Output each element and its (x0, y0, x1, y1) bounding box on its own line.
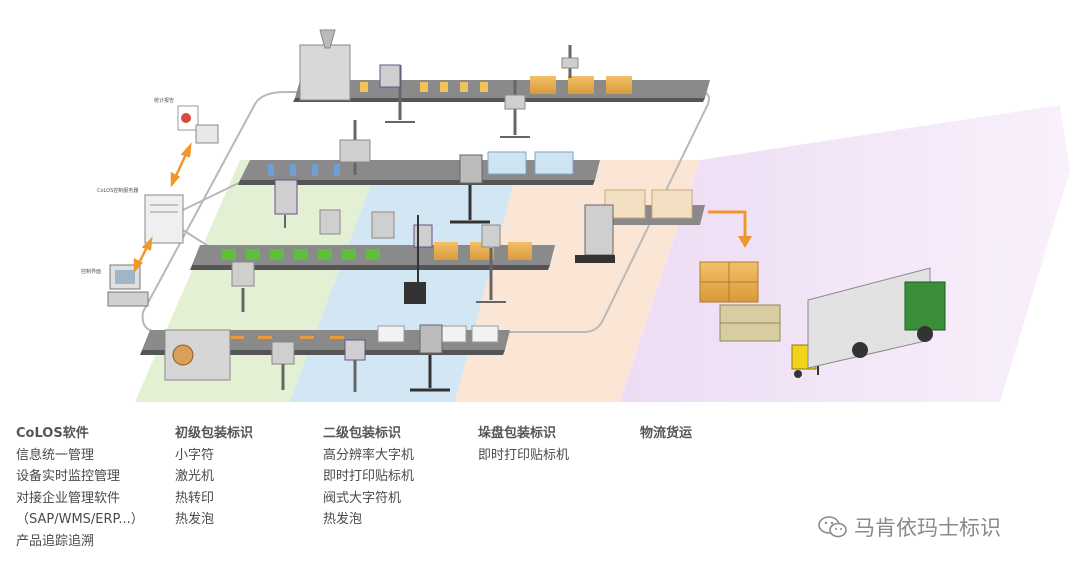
column-item: 小字符 (175, 447, 215, 463)
column-item: 即时打印贴标机 (323, 469, 415, 484)
pallet-stack-1 (699, 261, 759, 303)
column-title: 垛盘包装标识 (478, 426, 557, 441)
coder-stand-6 (450, 154, 490, 224)
primary-packaging-column: 初级包装标识 小字符 激光机 热转印 热发泡 (175, 423, 253, 531)
column-item: 激光机 (175, 469, 215, 484)
coder-stand-8 (404, 215, 433, 304)
control-console (107, 264, 149, 307)
column-item: 热转印 (175, 490, 215, 506)
wechat-icon (818, 516, 847, 538)
column-item: 高分辨率大字机 (323, 447, 415, 463)
network-path (141, 91, 710, 333)
products-row-2 (268, 151, 574, 176)
truck (807, 267, 946, 369)
coder-stand-2 (500, 80, 530, 138)
column-item: 对接企业管理软件 (16, 490, 121, 506)
conveyor-4 (140, 330, 510, 355)
pallet-boxes (604, 189, 693, 219)
column-item: 产品追踪追溯 (16, 533, 95, 549)
coder-stand-3 (561, 45, 579, 78)
colos-software-column: CoLOS软件 信息统一管理 设备实时监控管理 对接企业管理软件 （SAP/WM… (16, 423, 144, 552)
report-printer (177, 105, 219, 144)
column-item: 设备实时监控管理 (16, 469, 121, 484)
pallet-labeler (575, 204, 615, 263)
control-server (144, 194, 184, 244)
coder-stand-10 (231, 261, 255, 312)
secondary-packaging-column: 二级包装标识 高分辨率大字机 即时打印贴标机 阀式大字符机 热发泡 (323, 423, 414, 531)
report-label: 统计报告 (154, 98, 175, 104)
coder-stand-13 (410, 324, 450, 392)
logistics-column: 物流货运 (640, 423, 692, 445)
arrow-to-logistics (708, 210, 752, 248)
column-title: 初级包装标识 (175, 426, 254, 441)
coder-stand-9 (476, 224, 506, 303)
pallet-stack-2 (719, 304, 781, 342)
filling-machine (299, 29, 351, 101)
labeler-machine (164, 329, 231, 381)
column-title: 物流货运 (640, 426, 693, 441)
coder-stand-1 (379, 64, 415, 123)
watermark: 马肯依玛士标识 (818, 512, 1001, 542)
products-row-4 (230, 325, 499, 343)
pallet-packaging-column: 垛盘包装标识 即时打印贴标机 (478, 423, 569, 466)
coder-stand-11 (271, 341, 295, 390)
coder-stand-4 (339, 120, 371, 175)
coder-stand-5 (274, 179, 298, 228)
coder-stand-12 (344, 339, 366, 392)
watermark-text: 马肯依玛士标识 (854, 516, 1001, 540)
console-label: 控制界面 (81, 269, 102, 275)
column-title: CoLOS软件 (16, 426, 89, 441)
column-item: （SAP/WMS/ERP...） (16, 512, 144, 527)
column-item: 信息统一管理 (16, 447, 95, 463)
conveyor-1 (293, 80, 710, 102)
column-item: 热发泡 (175, 512, 215, 527)
arrow-server-console (133, 236, 153, 274)
column-item: 阀式大字符机 (323, 490, 402, 506)
products-row-1 (340, 76, 632, 94)
arrow-report-server (170, 142, 192, 188)
server-label: CoLOS控制服务器 (97, 188, 139, 194)
column-item: 即时打印贴标机 (478, 447, 570, 463)
coder-stand-7 (319, 209, 395, 239)
column-title: 二级包装标识 (323, 426, 402, 441)
column-item: 热发泡 (323, 512, 363, 527)
